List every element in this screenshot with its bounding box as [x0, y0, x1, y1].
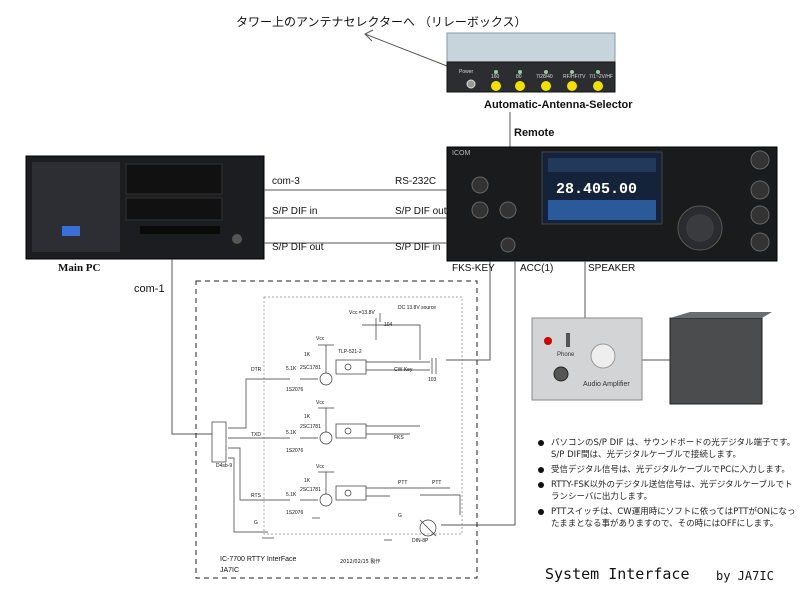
schematic-resistor-1: 5.1K — [286, 366, 297, 372]
schematic-r1k-2: 1K — [304, 414, 311, 420]
tower-arrow — [364, 29, 448, 67]
amplifier-phone-label: Phone — [557, 352, 575, 358]
schematic-cw-key: CW Key — [394, 367, 413, 373]
schematic-title: IC-7700 RTTY InterFace — [220, 556, 297, 563]
selector-button-label-5: 7/1~2V/HF — [589, 74, 614, 80]
bullet-icon — [538, 482, 544, 488]
schematic-resistor-2: 5.1K — [286, 430, 297, 436]
antenna-selector-box — [446, 32, 616, 93]
com1-label: com-1 — [134, 283, 165, 295]
schematic-r1k-1: 1K — [304, 352, 311, 358]
note-item: RTTY-FSK以外のデジタル送信信号は、光デジタルケーブルでトランシーバに出力… — [538, 479, 796, 503]
rig-spdif-out-label: S/P DIF out — [395, 206, 447, 217]
selector-yellow-buttons — [491, 70, 603, 91]
transceiver-image — [446, 146, 778, 262]
schematic-date: 2012/02/15 製作 — [340, 559, 381, 565]
schematic-vcc-2: Vcc — [316, 400, 325, 406]
schematic-diode-1: 1S2076 — [286, 387, 304, 393]
bullet-icon — [538, 509, 544, 515]
fks-key-label: FKS-KEY — [452, 263, 495, 274]
selector-button-label-4: RF/HF/TV — [563, 74, 586, 80]
note-text: 受信デジタル信号は、光デジタルケーブルでPCに入力します。 — [551, 465, 790, 475]
schematic-ic: TLP-521-2 — [338, 349, 362, 355]
schematic-frame — [195, 280, 478, 579]
schematic-g: G — [398, 513, 402, 519]
schematic-txd: TXD — [251, 432, 261, 438]
note-text: RTTY-FSK以外のデジタル送信信号は、光デジタルケーブルでトランシーバに出力… — [551, 480, 793, 502]
schematic-cap: 104 — [384, 322, 393, 328]
amplifier-label: Audio Amplifier — [583, 381, 630, 388]
selector-power-label: Power — [459, 69, 474, 75]
note-item: パソコンのS/P DIF は、サウンドボードの光デジタル端子です。S/P DIF… — [538, 437, 796, 461]
pc-spdif-out-label: S/P DIF out — [272, 242, 324, 253]
schematic-circuit — [211, 313, 461, 541]
schematic-diode-2: 1S2076 — [286, 448, 304, 454]
com3-label: com-3 — [272, 176, 300, 187]
schematic-resistor-3: 5.1K — [286, 492, 297, 498]
radio-frequency: 28.405.00 — [556, 181, 638, 198]
schematic-ptt: PTT — [398, 480, 408, 486]
main-pc-label: Main PC — [58, 262, 101, 274]
title-to-tower: タワー上のアンテナセレクターへ （リレーボックス） — [236, 15, 527, 29]
system-interface-title: System Interface — [545, 565, 690, 583]
author-credit: by JA7IC — [716, 569, 774, 583]
schematic-transistor-2: 2SC1781 — [300, 424, 321, 430]
schematic-gnd-label: G — [254, 520, 258, 526]
rs232c-label: RS-232C — [395, 176, 437, 187]
remote-label: Remote — [514, 127, 555, 139]
schematic-rts: RTS — [251, 493, 261, 499]
acc1-label: ACC(1) — [520, 263, 554, 274]
schematic-transistor-3: 2SC1781 — [300, 487, 321, 493]
main-pc-image — [25, 155, 265, 260]
schematic-ptt2: PTT — [432, 480, 442, 486]
cables — [171, 189, 670, 526]
schematic-vcc13: Vcc =13.8V — [349, 310, 375, 316]
selector-button-label-1: 160 — [491, 74, 500, 80]
notes-list: パソコンのS/P DIF は、サウンドボードの光デジタル端子です。S/P DIF… — [538, 437, 796, 533]
radio-brand: ICOM — [452, 150, 471, 157]
schematic-diode-3: 1S2076 — [286, 510, 304, 516]
schematic-transistor-1: 2SC1781 — [300, 365, 321, 371]
schematic-vcc-1: Vcc — [316, 336, 325, 342]
note-item: PTTスイッチは、CW運用時にソフトに依ってはPTTがONになったままとなる事が… — [538, 506, 796, 530]
note-text: PTTスイッチは、CW運用時にソフトに依ってはPTTがONになったままとなる事が… — [551, 507, 796, 529]
schematic-dc-source: DC 13.8V source — [398, 305, 437, 311]
schematic-author: JA7IC — [220, 567, 240, 574]
schematic-vcc-3: Vcc — [316, 464, 325, 470]
rig-spdif-in-label: S/P DIF in — [395, 242, 441, 253]
bullet-icon — [538, 440, 544, 446]
schematic-dtr: DTR — [251, 367, 262, 373]
schematic-fks: FKS — [394, 435, 404, 441]
selector-button-label-3: 7/28/40 — [536, 74, 553, 80]
schematic-connector: D4sb-9 — [216, 463, 233, 469]
note-item: 受信デジタル信号は、光デジタルケーブルでPCに入力します。 — [538, 464, 796, 476]
note-text: パソコンのS/P DIF は、サウンドボードの光デジタル端子です。S/P DIF… — [551, 438, 796, 460]
schematic-r1k-3: 1K — [304, 478, 311, 484]
schematic-din: DIN-8P — [412, 538, 429, 544]
speaker-image — [669, 312, 772, 405]
schematic-cap2: 103 — [428, 377, 437, 383]
audio-amplifier-image — [531, 317, 643, 401]
bullet-icon — [538, 467, 544, 473]
antenna-selector-label: Automatic-Antenna-Selector — [484, 99, 633, 111]
speaker-label: SPEAKER — [588, 263, 636, 274]
pc-spdif-in-label: S/P DIF in — [272, 206, 318, 217]
selector-button-label-2: 80 — [516, 74, 522, 80]
